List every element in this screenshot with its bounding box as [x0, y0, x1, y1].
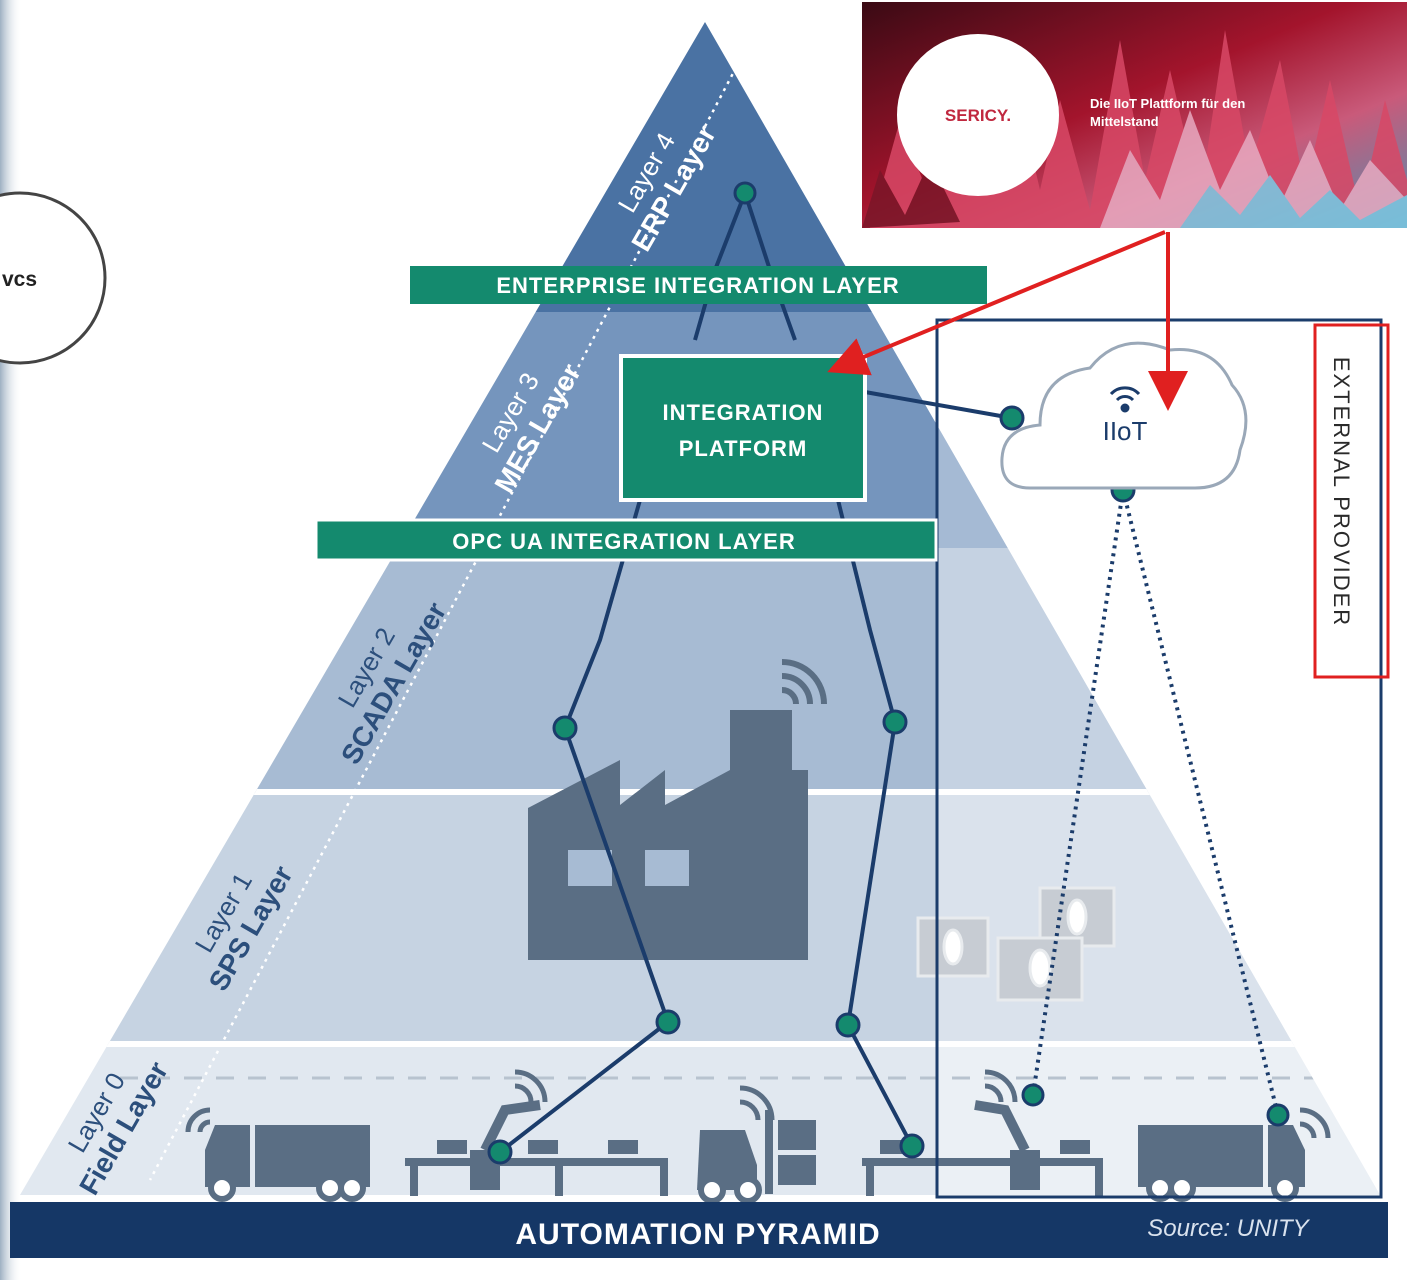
banner-logo-circle	[897, 34, 1059, 196]
footer-source: Source: UNITY	[1147, 1215, 1310, 1242]
iiot-dotted-lines	[1031, 489, 1280, 1116]
node-iiot-left	[999, 405, 1025, 431]
opcua-band-label: OPC UA Integration Layer	[452, 529, 795, 554]
opcua-integration-band: OPC UA Integration Layer	[314, 518, 938, 562]
sericy-banner: SERICY. Die IIoT Plattform für den Mitte…	[862, 2, 1407, 228]
node-erp	[733, 181, 757, 205]
footer-title: Automation Pyramid	[515, 1218, 880, 1251]
external-provider-highlight	[1313, 323, 1390, 679]
layer-2-fill	[20, 548, 1380, 793]
banner-brand: SERICY.	[945, 106, 1011, 125]
integration-platform-box: Integration Platform	[619, 354, 867, 502]
node-scada-right	[882, 709, 908, 735]
network-nodes	[487, 181, 1290, 1165]
banner-tagline-2: Mittelstand	[1090, 114, 1159, 129]
iiot-cloud: IIoT	[1000, 341, 1248, 490]
left-badge-text: vcs	[2, 268, 37, 291]
node-field-4	[1266, 1103, 1290, 1127]
left-badge: vcs	[0, 191, 107, 365]
iiot-label: IIoT	[1103, 416, 1148, 446]
enterprise-band-label: Enterprise Integration Layer	[496, 273, 899, 298]
boxes-icon	[916, 886, 1116, 1002]
truck-icon-right	[1138, 1107, 1331, 1202]
node-sps-left	[655, 1009, 681, 1035]
node-scada-left	[552, 715, 578, 741]
enterprise-integration-band: Enterprise Integration Layer	[410, 266, 987, 304]
conveyor-icon	[565, 1140, 668, 1196]
annotation-arrows	[827, 230, 1188, 411]
integration-label-line1: Integration	[663, 400, 824, 425]
external-provider-frame	[935, 318, 1383, 1199]
external-provider-label-group: External Provider	[1329, 357, 1354, 627]
node-sps-right	[835, 1012, 861, 1038]
factory-icon	[528, 659, 827, 960]
external-provider-label: External Provider	[1329, 357, 1354, 627]
truck-icon-left	[185, 1107, 370, 1202]
node-field-3	[1021, 1083, 1045, 1107]
banner-tagline-1: Die IIoT Plattform für den	[1090, 96, 1245, 111]
node-field-1	[487, 1139, 513, 1165]
node-field-2	[899, 1133, 925, 1159]
footer-bar: Automation Pyramid Source: UNITY	[10, 1202, 1388, 1258]
integration-label-line2: Platform	[679, 436, 808, 461]
robot-arm-icon-1	[405, 1069, 565, 1196]
arrow-to-integration-platform	[827, 230, 1166, 376]
forklift-icon	[697, 1085, 816, 1204]
wifi-icon	[1109, 386, 1141, 413]
